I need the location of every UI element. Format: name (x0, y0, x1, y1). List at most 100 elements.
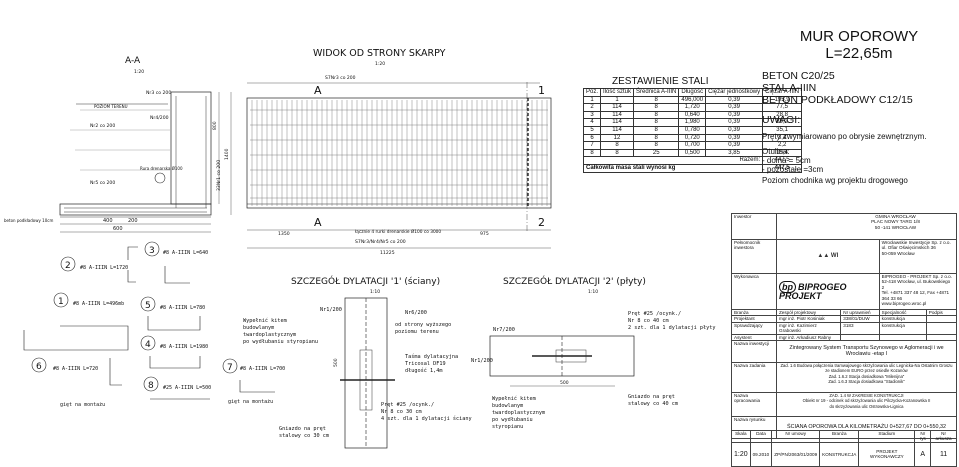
side-view-scale: 1:20 (375, 61, 385, 67)
tb-wi-logo: ▲▲ WI (817, 252, 839, 259)
steel-cell: 1,980 (678, 118, 707, 127)
steel-cell: 0,39 (705, 141, 764, 150)
d2-rod-3: 2 szt. dla 1 dylatacji płyty (628, 325, 715, 331)
d2-nest-2: stalowy co 40 cm (628, 401, 678, 407)
steel-cell: 1 (582, 95, 602, 105)
steel-cell: 496,000 (678, 95, 707, 105)
label-n2: Nr2 co 200 (90, 123, 115, 129)
d1-dim500: 500 (333, 358, 339, 367)
bar8-text: #25 A-IIIN L=500 (163, 385, 211, 391)
tb-company-2: 52-418 Wrocław, ul. Bukowskiego 2 (881, 279, 951, 290)
staff-signature (925, 333, 958, 342)
side-left-label: 33Nr1 co 200 (216, 160, 222, 191)
label-n4: Nr4/200 (150, 115, 169, 121)
d1-fill-4: po wydłubaniu styropianu (243, 339, 318, 345)
steel-cell: 7 (582, 141, 602, 150)
tb-wykonawca-label: Wykonawca (731, 273, 777, 310)
d2-nr7: Nr7/200 (493, 327, 515, 333)
footer-header: Nr rys (914, 430, 932, 443)
dim-600: 600 (113, 226, 123, 232)
tb-opr-2: Obiekt nr 19 - odcinek od skrzyżowania u… (802, 398, 931, 404)
label-ground: POZIOM TERENU (94, 104, 128, 109)
section-aa-title: A-A (125, 56, 141, 66)
d1-nr1: Nr1/200 (320, 307, 342, 313)
d1-nr6: Nr6/200 (405, 310, 427, 316)
label-n5: Nr5 co 200 (90, 180, 115, 186)
steel-cell: 0,39 (705, 95, 764, 105)
footer-header: Nr umowy (771, 430, 821, 443)
d2-nest-1: Gniazdo na pręt (628, 394, 675, 400)
staff-cell: mgr inż. Kazimierz Grabowski (775, 321, 842, 335)
steel-cell: 8 (582, 148, 602, 158)
steel-cell: 0,700 (678, 141, 707, 150)
steel-cell: 0,640 (678, 110, 707, 120)
side-dim-975: 975 (480, 231, 489, 237)
bar5-text: #8 A-IIIN L=780 (160, 305, 205, 311)
footer-value: 11 (930, 441, 957, 467)
d1-tape-3: długość 1,4m (405, 367, 442, 374)
otulina-title: Otulina: (762, 147, 790, 156)
zestawienie-title: ZESTAWIENIE STALI (612, 76, 709, 87)
d1-tape-1: Taśma dylatacyjna (405, 353, 458, 360)
tb-inw-name: Zintegrowany System Transportu Szynowego… (776, 340, 957, 364)
steel-cell: 0,39 (705, 133, 764, 143)
staff-cell: 338/01/DUW (840, 315, 880, 323)
d1-fill-3: twardoplastycznym (243, 332, 296, 338)
mark-a-top: A (314, 84, 322, 97)
section-aa: A-A 1:20 400 200 600 800 1400 Nr3 co 20 (4, 56, 232, 233)
steel-cell: 114 (600, 118, 635, 127)
bar3-no: 3 (149, 246, 155, 256)
material-3: BETON PODKŁADOWY C12/15 (762, 94, 913, 106)
d1-fill-2: budowlanym (243, 325, 274, 331)
bar2-text: #8 A-IIIN L=1720 (80, 265, 128, 271)
steel-cell: 8 (633, 133, 680, 143)
steel-cell: 12 (600, 133, 635, 143)
side-view-title: WIDOK OD STRONY SKARPY (313, 48, 446, 59)
tb-zad-3: Zad. 1.6.3 Stacja dosiadkowa "Stadionik" (828, 379, 905, 385)
steel-cell: 0,39 (705, 118, 764, 127)
steel-cell: 8 (633, 118, 680, 127)
otulina-2: - pozostałe =3cm (762, 165, 824, 174)
d1-rod-1: Pręt #25 /ocynk./ (381, 402, 434, 408)
steel-cell: 8 (633, 95, 680, 105)
staff-cell: konstrukcja (878, 321, 927, 335)
tb-inwestor-3: 50 -141 WROCŁAW (874, 224, 917, 230)
steel-cell: 8 (633, 125, 680, 135)
bar1-no: 1 (58, 297, 64, 307)
tb-inw-name-label: Nazwa inwestycji (731, 340, 777, 364)
mark-a-bottom: A (314, 216, 322, 229)
steel-cell: 8 (633, 141, 680, 150)
bar6-text: #8 A-IIIN L=720 (53, 366, 98, 372)
footer-header: Nr arkusza (930, 430, 957, 443)
label-beton: beton podkładowy 10cm (4, 218, 53, 223)
side-bottom-1: S7Nr3/Nr4/Nr5 co 200 (355, 239, 406, 245)
dim-800: 800 (212, 121, 218, 130)
footer-value: 1:20 (731, 441, 751, 467)
d2-rod-1: Pręt #25 /ocynk./ (628, 311, 681, 317)
steel-cell: 114 (600, 125, 635, 135)
footer-header: Branża (819, 430, 860, 443)
uwagi-text: Pręty zwymiarowano po obrysie zewnętrzny… (762, 132, 927, 141)
tb-h-podpis: Podpis (925, 308, 958, 317)
steel-cell: 0,39 (705, 103, 764, 112)
dim-1400: 1400 (224, 148, 230, 160)
detail2-title: SZCZEGÓŁ DYLATACJI '2' (płyty) (503, 275, 646, 287)
steel-cell: 0,720 (678, 133, 707, 143)
footer-value: KONSTRUKCJA (819, 441, 860, 467)
steel-cell: 8 (600, 148, 635, 158)
side-note: łącznie 4 rurki drenarskie Ø100 co 3000 (355, 228, 441, 235)
bar8-no: 8 (148, 381, 154, 391)
tb-zad-1: Zad. 1.6 Budowa połączenia tramwajowego … (780, 363, 953, 374)
uwagi-title: UWAGI: (762, 114, 801, 126)
d2-fill-2: budowlanym (492, 403, 523, 409)
side-top-label: S7Nr3 co 200 (325, 75, 356, 81)
mark-2: 2 (538, 216, 545, 229)
title-block: Inwestor GMINA WROCŁAW PLAC NOWY TARG 1/… (731, 213, 958, 440)
detail-2: SZCZEGÓŁ DYLATACJI '2' (płyty) 1:10 500 … (471, 275, 715, 430)
logo-text: BIPROGEO PROJEKT (779, 281, 847, 301)
